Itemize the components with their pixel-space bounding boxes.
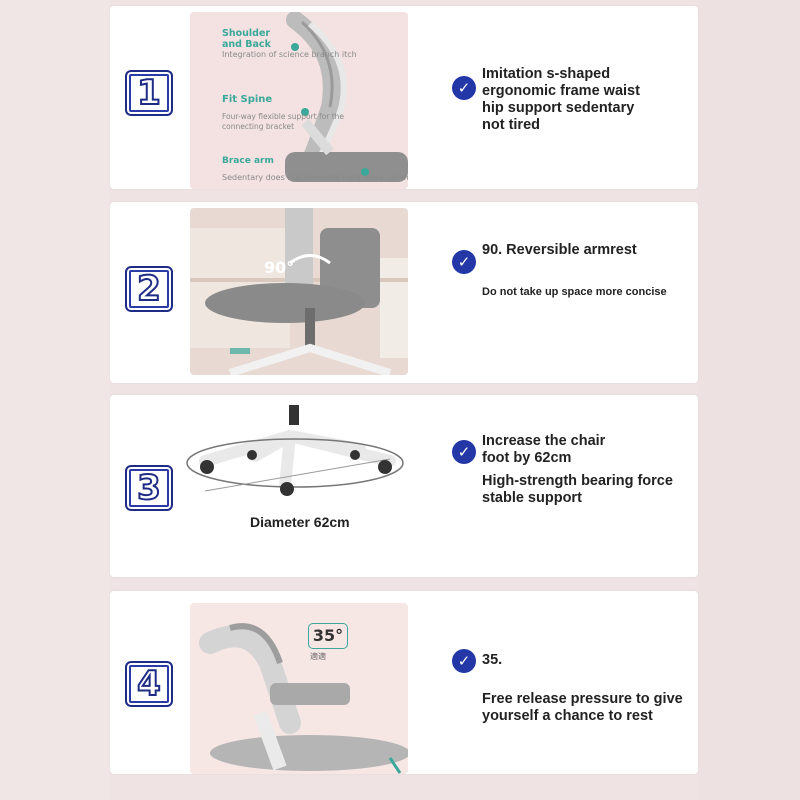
section-number-4: 4 bbox=[125, 661, 173, 707]
feature-photo-1: Shoulder and Back Integration of science… bbox=[190, 12, 408, 189]
page-margin-left bbox=[0, 0, 110, 800]
label-brace-sub: Sedentary does not advocate hard more co… bbox=[222, 173, 408, 182]
diameter-caption: Diameter 62cm bbox=[250, 514, 350, 530]
check-circle-icon: ✓ bbox=[452, 76, 476, 100]
feature-sub-2: Do not take up space more concise bbox=[482, 286, 667, 298]
page-margin-right bbox=[698, 0, 800, 800]
chair-backrest-illustration bbox=[190, 12, 408, 189]
feature-headline-4: 35. bbox=[482, 652, 503, 668]
feature-sub-3: High-strength bearing force stable suppo… bbox=[482, 473, 673, 506]
section-number-2: 2 bbox=[125, 266, 173, 312]
feature-card-1: 1 Shoulder and Back Integration of scien… bbox=[110, 6, 698, 189]
feature-sub-4: Free release pressure to give yourself a… bbox=[482, 691, 683, 724]
label-spine-sub: Four-way flexible support for the connec… bbox=[222, 112, 345, 131]
feature-card-3: 3 Diameter 62cm ✓ Increase the chair foo… bbox=[110, 395, 698, 577]
feature-photo-2: 90° bbox=[190, 208, 408, 375]
feature-card-4: 4 35° 適適 ✓ 35. Free release pressure to … bbox=[110, 591, 698, 774]
feature-headline-3: Increase the chair foot by 62cm bbox=[482, 433, 606, 466]
section-number-1: 1 bbox=[125, 70, 173, 116]
feature-headline-1: Imitation s-shaped ergonomic frame waist… bbox=[482, 66, 640, 133]
angle-label-90: 90° bbox=[264, 258, 295, 277]
chair-armrest-illustration bbox=[190, 208, 408, 375]
label-brace: Brace arm bbox=[222, 156, 274, 166]
check-circle-icon: ✓ bbox=[452, 440, 476, 464]
chair-base-illustration bbox=[185, 401, 415, 511]
section-number-3: 3 bbox=[125, 465, 173, 511]
feature-photo-4: 35° 適適 bbox=[190, 603, 408, 774]
feature-photo-3 bbox=[185, 401, 415, 511]
label-shoulder: Shoulder and Back bbox=[222, 28, 271, 50]
label-spine: Fit Spine bbox=[222, 94, 273, 105]
check-circle-icon: ✓ bbox=[452, 250, 476, 274]
label-shoulder-sub: Integration of science branch itch bbox=[222, 50, 357, 59]
check-circle-icon: ✓ bbox=[452, 649, 476, 673]
feature-card-2: 2 90° ✓ 90. Reversible armrest Do not ta… bbox=[110, 202, 698, 383]
chair-recline-illustration bbox=[190, 603, 408, 774]
angle-sub-label: 適適 bbox=[310, 652, 326, 661]
feature-headline-2: 90. Reversible armrest bbox=[482, 242, 637, 258]
angle-label-35: 35° bbox=[308, 623, 348, 649]
